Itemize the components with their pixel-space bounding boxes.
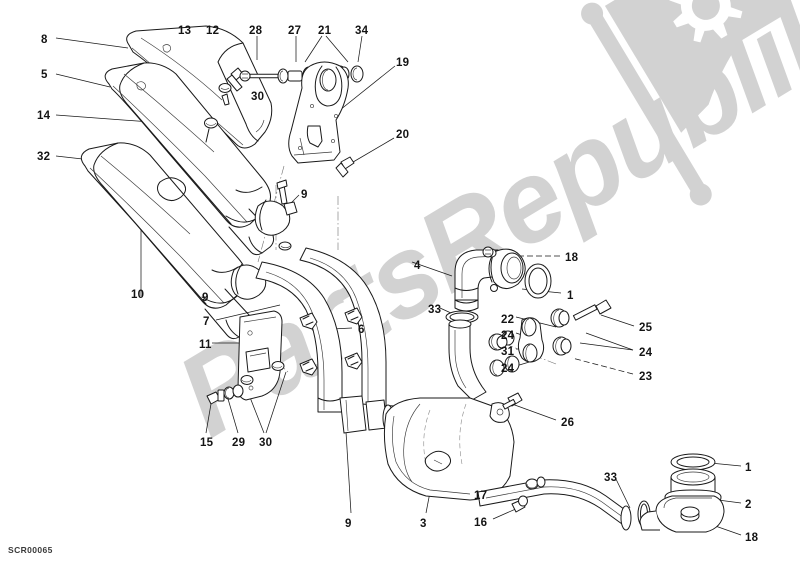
callout-4: 4	[414, 260, 421, 272]
callout-18b: 18	[745, 532, 759, 544]
callout-1b: 1	[745, 462, 752, 474]
callout-13: 13	[178, 25, 192, 37]
downpipe-33	[445, 310, 487, 401]
callout-30a: 30	[251, 91, 265, 103]
callout-27: 27	[288, 25, 302, 37]
callout-19: 19	[396, 57, 410, 69]
callout-26: 26	[561, 417, 575, 429]
callout-17: 17	[474, 490, 488, 502]
callout-24b: 24	[639, 347, 653, 359]
fastener-15-29-30	[206, 361, 285, 405]
callout-9a: 9	[301, 189, 308, 201]
callout-6: 6	[358, 324, 365, 336]
callout-21: 21	[318, 25, 332, 37]
drawing-code: SCR00065	[8, 545, 53, 555]
callout-9b: 9	[202, 292, 209, 304]
callout-1a: 1	[567, 290, 574, 302]
callout-14: 14	[37, 110, 51, 122]
callout-22: 22	[501, 314, 515, 326]
callout-11: 11	[199, 339, 212, 351]
callout-24a: 24	[501, 330, 515, 342]
callout-12: 12	[206, 25, 220, 37]
clamp-9-upper	[254, 179, 298, 251]
link-bracket-assembly-22	[488, 299, 612, 377]
callout-23: 23	[639, 371, 653, 383]
clip-6-items	[299, 307, 363, 376]
callout-34: 34	[355, 25, 369, 37]
callout-24c: 24	[501, 363, 515, 375]
callout-18a: 18	[565, 252, 579, 264]
callout-15: 15	[200, 437, 214, 449]
callout-20: 20	[396, 129, 410, 141]
fastener-group-13-12-30	[204, 67, 244, 143]
manifold-pipe-4	[454, 246, 552, 312]
callout-5: 5	[41, 69, 48, 81]
callout-3: 3	[420, 518, 427, 530]
callout-10: 10	[131, 289, 145, 301]
callout-25: 25	[639, 322, 653, 334]
exhaust-flange-2	[639, 453, 725, 533]
callout-7: 7	[203, 316, 210, 328]
callout-28: 28	[249, 25, 263, 37]
callout-16: 16	[474, 517, 488, 529]
callout-30b: 30	[259, 437, 273, 449]
callout-2: 2	[745, 499, 752, 511]
callout-33b: 33	[604, 472, 618, 484]
support-bracket-19	[288, 61, 355, 178]
exhaust-box-3	[383, 392, 523, 501]
callout-8: 8	[41, 34, 48, 46]
callout-32: 32	[37, 151, 51, 163]
heat-shield-11	[237, 310, 283, 401]
callout-9c: 9	[345, 518, 352, 530]
callout-33a: 33	[428, 304, 442, 316]
callout-31: 31	[501, 346, 515, 358]
callout-29: 29	[232, 437, 246, 449]
